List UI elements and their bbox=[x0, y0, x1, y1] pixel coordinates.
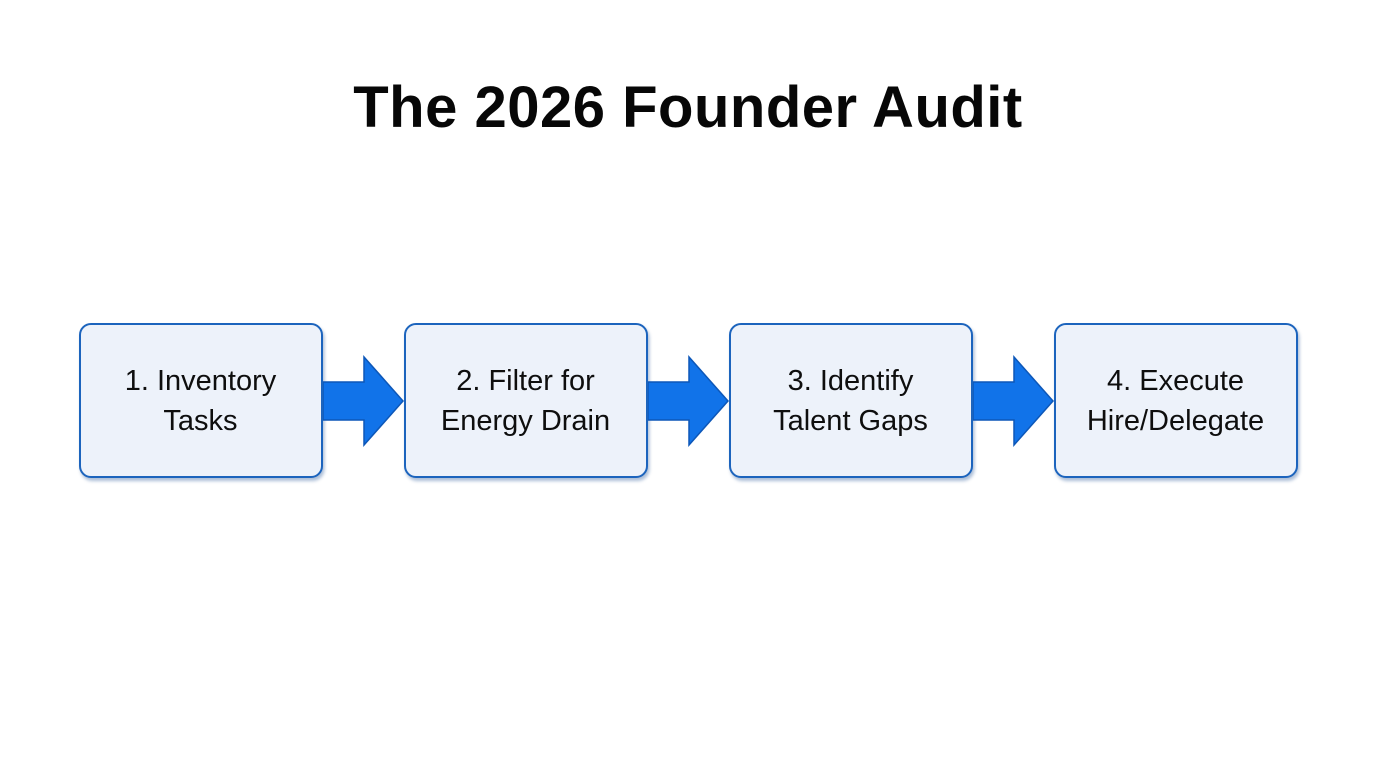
step-1-label-line-2: Tasks bbox=[163, 404, 238, 437]
flow-step-2: 2. Filter for Energy Drain bbox=[403, 323, 648, 478]
flowchart: 1. Inventory Tasks 2. Filter for Energy … bbox=[0, 323, 1376, 478]
flow-step-3: 3. Identify Talent Gaps bbox=[728, 323, 973, 478]
flow-step-1: 1. Inventory Tasks bbox=[78, 323, 323, 478]
right-arrow-shape bbox=[322, 354, 404, 447]
step-2-label-line-1: 2. Filter for bbox=[456, 364, 595, 397]
flow-step-4: 4. Execute Hire/Delegate bbox=[1053, 323, 1298, 478]
right-arrow-icon bbox=[322, 354, 404, 447]
step-1-label-line-1: 1. Inventory bbox=[124, 364, 277, 397]
page-title: The 2026 Founder Audit bbox=[353, 75, 1023, 140]
step-4-label-line-1: 4. Execute bbox=[1106, 364, 1245, 397]
right-arrow-icon bbox=[972, 354, 1054, 447]
step-4-label-line-2: Hire/Delegate bbox=[1086, 404, 1265, 437]
right-arrow-shape bbox=[647, 354, 729, 447]
step-3-label-line-2: Talent Gaps bbox=[773, 404, 928, 437]
right-arrow-shape bbox=[972, 354, 1054, 447]
right-arrow-icon bbox=[647, 354, 729, 447]
step-3-label-line-1: 3. Identify bbox=[787, 364, 914, 397]
step-2-label-line-2: Energy Drain bbox=[440, 404, 611, 437]
